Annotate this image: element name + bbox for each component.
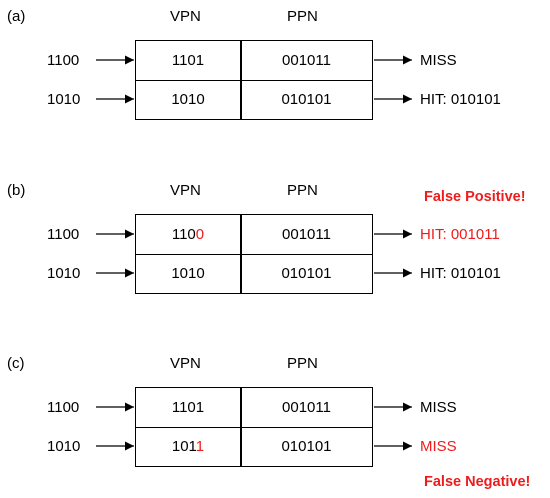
mismatched-bit: 0 — [195, 226, 205, 243]
row-divider — [136, 79, 372, 81]
input-address: 1010 — [47, 438, 81, 455]
panel-label: (b) — [7, 182, 26, 199]
ppn-cell: 001011 — [282, 52, 331, 69]
lookup-result: HIT: 010101 — [420, 91, 501, 108]
lookup-result: HIT: 010101 — [420, 265, 501, 282]
vpn-cell: 1100 — [171, 226, 205, 243]
input-address: 1010 — [47, 91, 81, 108]
lookup-result: MISS — [420, 438, 457, 455]
ppn-header: PPN — [287, 355, 318, 372]
mismatched-bit: 1 — [195, 438, 205, 455]
vpn-cell: 1101 — [171, 52, 205, 69]
ppn-cell: 001011 — [282, 399, 331, 416]
panel-a: (a) VPN PPN 1100 1010 1101 001011 1010 0… — [0, 0, 550, 140]
false-negative-note: False Negative! — [424, 474, 531, 490]
vpn-cell: 1101 — [171, 399, 205, 416]
ppn-cell: 010101 — [281, 438, 332, 455]
ppn-header: PPN — [287, 182, 318, 199]
vpn-header: VPN — [170, 355, 201, 372]
ppn-cell: 001011 — [282, 226, 331, 243]
lookup-result: MISS — [420, 399, 457, 416]
panel-b: (b) VPN PPN False Positive! 1100 1010 11… — [0, 174, 550, 314]
ppn-cell: 010101 — [281, 265, 332, 282]
ppn-header: PPN — [287, 8, 318, 25]
row-divider — [136, 426, 372, 428]
vpn-cell: 1010 — [171, 265, 205, 282]
false-positive-note: False Positive! — [424, 189, 526, 205]
ppn-cell: 010101 — [281, 91, 332, 108]
vpn-cell: 1011 — [171, 438, 205, 455]
tlb-table: 1100 001011 1010 010101 — [135, 214, 373, 294]
vpn-cell: 1010 — [171, 91, 205, 108]
lookup-result: HIT: 001011 — [420, 226, 500, 243]
input-address: 1100 — [47, 52, 80, 69]
input-address: 1100 — [47, 226, 80, 243]
lookup-result: MISS — [420, 52, 457, 69]
vpn-header: VPN — [170, 8, 201, 25]
row-divider — [136, 253, 372, 255]
tlb-table: 1101 001011 1011 010101 — [135, 387, 373, 467]
vpn-header: VPN — [170, 182, 201, 199]
input-address: 1010 — [47, 265, 81, 282]
panel-c: (c) VPN PPN 1100 1010 1101 001011 1011 0… — [0, 347, 550, 490]
panel-label: (a) — [7, 8, 26, 25]
tlb-table: 1101 001011 1010 010101 — [135, 40, 373, 120]
panel-label: (c) — [7, 355, 25, 372]
input-address: 1100 — [47, 399, 80, 416]
